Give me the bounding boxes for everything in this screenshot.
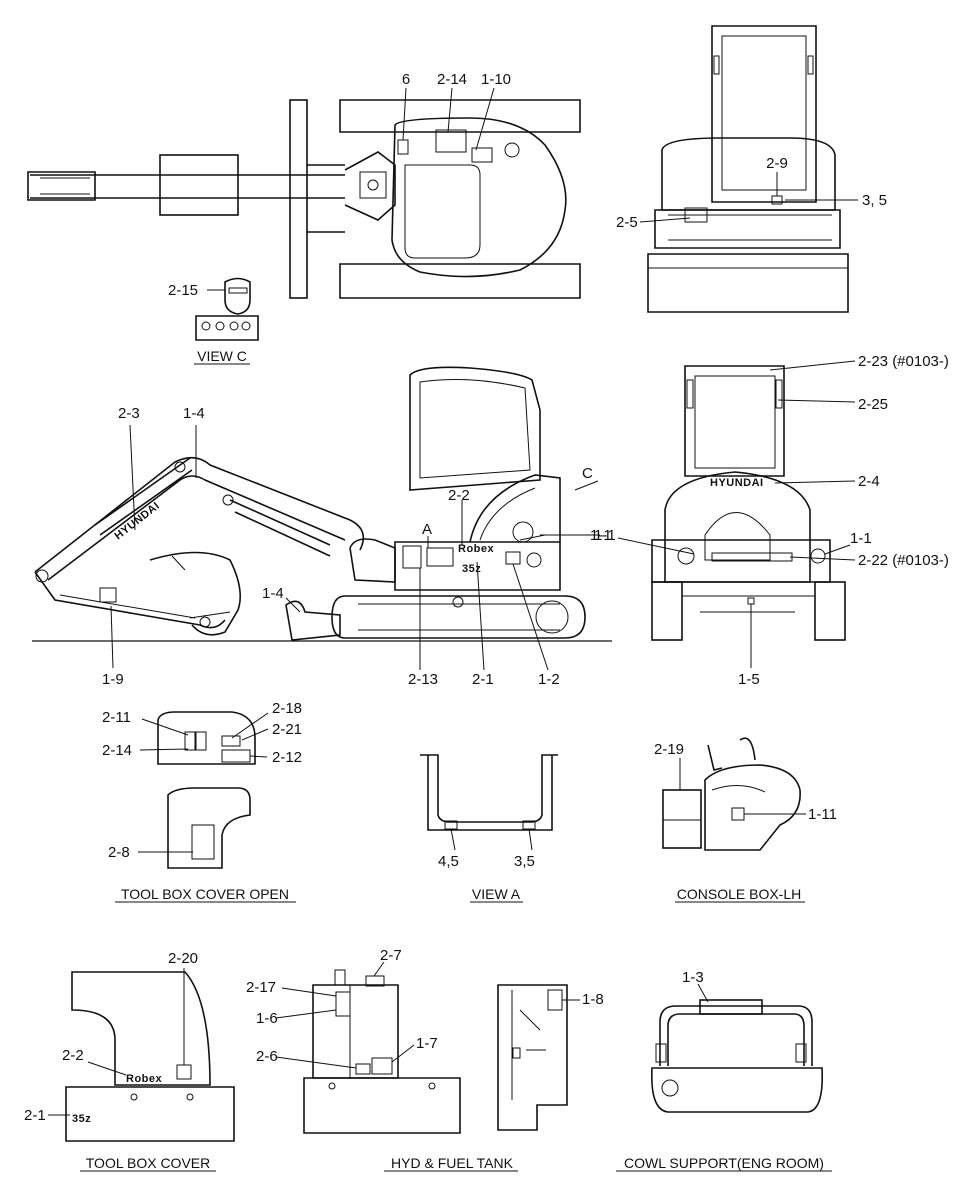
cover-model-badge: 35z	[72, 1113, 91, 1125]
label-1-4-boom: 1-4	[183, 405, 205, 422]
tool-box-cover: Robex 35z 2-20 2-2 2-1 TOOL BOX COVER	[24, 950, 235, 1172]
label-2-18: 2-18	[272, 700, 302, 717]
label-2-25: 2-25	[858, 396, 888, 413]
label-2-4: 2-4	[858, 473, 880, 490]
label-view-a-marker: A	[422, 521, 432, 538]
view-c: 2-15 VIEW C	[168, 277, 259, 365]
label-2-11: 2-11	[102, 709, 131, 726]
label-2-3: 2-3	[118, 405, 140, 422]
label-2-2: 2-2	[448, 487, 470, 504]
caption-tool-box-cover: TOOL BOX COVER	[86, 1155, 210, 1171]
label-1-11: 1-11	[808, 806, 837, 823]
label-2-22: 2-22 (#0103-)	[858, 552, 949, 569]
label-1-4-blade: 1-4	[262, 585, 284, 602]
label-2-12: 2-12	[272, 749, 302, 766]
label-2-14-cover: 2-14	[102, 742, 132, 759]
label-1-7: 1-7	[416, 1035, 438, 1052]
tool-box-cover-open: 2-11 2-14 2-18 2-21 2-12 2-8 TOOL BOX CO…	[102, 700, 302, 903]
label-1-1-rear-right: 1-1	[850, 530, 872, 547]
label-1-8: 1-8	[582, 991, 604, 1008]
label-view-c-marker: C	[582, 465, 593, 482]
caption-hyd-fuel-tank: HYD & FUEL TANK	[391, 1155, 514, 1171]
label-2-1-cover: 2-1	[24, 1107, 46, 1124]
console-box-lh: 2-19 1-11 CONSOLE BOX-LH	[654, 737, 837, 903]
label-2-20: 2-20	[168, 950, 198, 967]
side-maker-badge: Robex	[458, 543, 495, 555]
label-2-17: 2-17	[246, 979, 276, 996]
label-2-8: 2-8	[108, 844, 130, 861]
label-2-19: 2-19	[654, 741, 684, 758]
label-4-5: 4,5	[438, 853, 459, 870]
cover-maker-badge: Robex	[126, 1073, 163, 1085]
label-2-2-cover: 2-2	[62, 1047, 84, 1064]
label-1-2: 1-2	[538, 671, 560, 688]
caption-view-a: VIEW A	[472, 886, 521, 902]
label-2-1-side: 2-1	[472, 671, 494, 688]
label-1-10: 1-10	[481, 71, 511, 88]
label-2-7: 2-7	[380, 947, 402, 964]
caption-view-c: VIEW C	[197, 348, 247, 364]
label-2-13: 2-13	[408, 671, 438, 688]
caption-cowl-support: COWL SUPPORT(ENG ROOM)	[624, 1155, 824, 1171]
label-2-9: 2-9	[766, 155, 788, 172]
caption-console-box-lh: CONSOLE BOX-LH	[677, 886, 801, 902]
hyd-fuel-tank: 2-7 2-17 1-6 2-6 1-7 1-8 HYD & FUEL TANK	[246, 947, 604, 1172]
rear-view: HYUNDAI 2-23 (#0103-) 2-25 2-4 1-1 1-1 2…	[594, 353, 949, 688]
cowl-support: 1-3 COWL SUPPORT(ENG ROOM)	[616, 969, 832, 1172]
label-1-6: 1-6	[256, 1010, 278, 1027]
label-1-5: 1-5	[738, 671, 760, 688]
rear-brand: HYUNDAI	[710, 477, 764, 489]
top-view: 6 2-14 1-10	[27, 71, 581, 299]
view-a: 4,5 3,5 VIEW A	[420, 754, 558, 903]
label-1-1-side: 1-1	[590, 527, 612, 544]
label-1-1-rear-left: 1-1	[594, 527, 616, 544]
side-model-badge: 35z	[462, 563, 481, 575]
label-2-15: 2-15	[168, 282, 198, 299]
rear-view-top: 2-9 3, 5 2-5	[616, 25, 887, 313]
label-2-5: 2-5	[616, 214, 638, 231]
side-view: Robex 35z HYUNDAI 2-3 1-4 1-9 1-4 A 2-2 …	[32, 366, 612, 688]
label-3-5-top: 3, 5	[862, 192, 887, 209]
label-1-3: 1-3	[682, 969, 704, 986]
label-2-14: 2-14	[437, 71, 467, 88]
label-3-5-view-a: 3,5	[514, 853, 535, 870]
caption-tool-box-cover-open: TOOL BOX COVER OPEN	[121, 886, 289, 902]
label-2-6: 2-6	[256, 1048, 278, 1065]
label-2-21: 2-21	[272, 721, 302, 738]
label-1-9: 1-9	[102, 671, 124, 688]
label-2-23: 2-23 (#0103-)	[858, 353, 949, 370]
label-6: 6	[402, 71, 410, 88]
